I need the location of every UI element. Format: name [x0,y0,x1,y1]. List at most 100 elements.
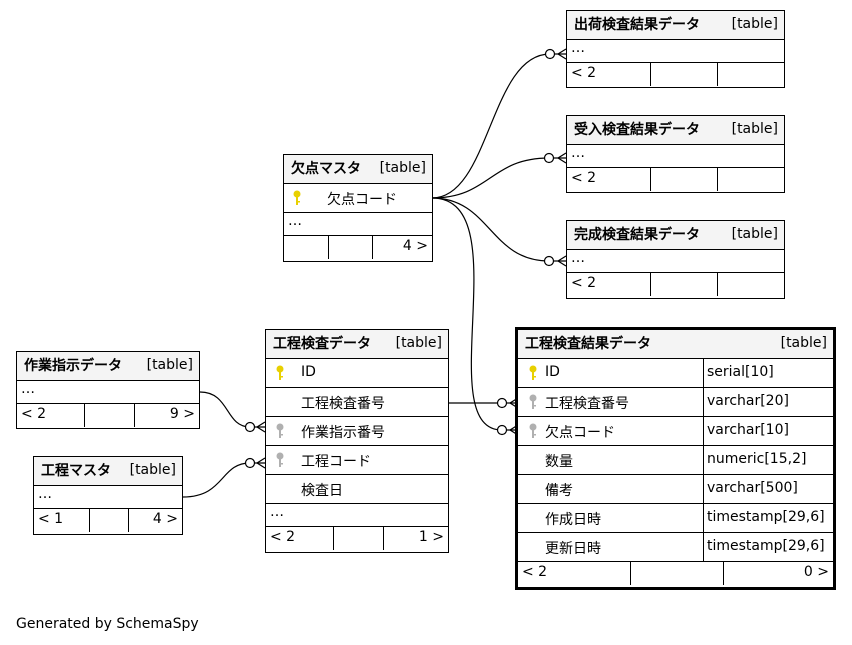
cardinality-marker [496,424,508,436]
column-row: 欠点コード [284,184,432,213]
generator-credit: Generated by SchemaSpy [16,616,199,632]
column-row: 数量 numeric[15,2] [518,446,833,475]
primary-key-icon [293,190,301,205]
cardinality-marker [244,421,256,433]
cardinality-marker [543,255,555,267]
table-name: 工程検査結果データ [525,336,651,352]
parent-count: < 2 [571,275,597,291]
table-header: 受入検査結果データ [table] [567,116,784,145]
child-count: 1 > [418,529,444,545]
column-row: ID [266,359,448,388]
ellipsis-row: … [266,504,448,527]
table-footer: 4 > [284,236,432,259]
primary-key-icon [276,365,284,380]
crowfoot-marker [255,421,266,433]
crowfoot-marker [556,255,567,267]
column-row: 検査日 [266,475,448,504]
parent-count: < 1 [38,511,64,527]
table-ketten-master[interactable]: 欠点マスタ [table] 欠点コード … 4 > [283,154,433,262]
table-header: 工程マスタ [table] [34,457,182,486]
column-name: 作成日時 [545,512,601,528]
primary-key-icon [529,365,537,380]
crowfoot-marker [255,457,266,469]
table-type: [table] [395,335,442,351]
table-name: 受入検査結果データ [574,122,700,138]
column-type: varchar[500] [703,475,833,503]
table-header: 作業指示データ [table] [17,352,199,381]
cardinality-marker [496,397,508,409]
foreign-key-icon [529,394,537,409]
ellipsis-row: … [17,381,199,404]
column-name: 更新日時 [545,541,601,557]
table-kansei-kensa-kekka[interactable]: 完成検査結果データ [table] … < 2 [566,220,785,299]
table-footer: < 1 4 > [34,509,182,532]
parent-count: < 2 [571,170,597,186]
column-name: 検査日 [301,483,343,499]
ellipsis-row: … [567,250,784,273]
column-name: 備考 [545,483,573,499]
column-name: 工程検査番号 [301,396,385,412]
column-type: timestamp[29,6] [703,504,833,532]
table-footer: < 2 [567,273,784,296]
column-row: 作業指示番号 [266,417,448,446]
table-footer: < 2 9 > [17,404,199,427]
parent-count: < 2 [270,529,296,545]
table-ukeire-kensa-kekka[interactable]: 受入検査結果データ [table] … < 2 [566,115,785,193]
table-type: [table] [146,357,193,373]
table-sagyo-shiji[interactable]: 作業指示データ [table] … < 2 9 > [16,351,200,429]
column-name: 工程検査番号 [545,396,629,412]
table-type: [table] [731,16,778,32]
column-type: serial[10] [703,359,833,387]
edge-ketten-shukka [431,53,566,199]
edge-sagyo-kensa [199,391,265,428]
crowfoot-marker [556,48,567,60]
table-footer: < 2 1 > [266,527,448,550]
table-name: 完成検査結果データ [574,227,700,243]
column-name: 欠点コード [545,425,615,441]
column-row: 更新日時 timestamp[29,6] [518,533,833,562]
table-type: [table] [731,121,778,137]
column-row: ID serial[10] [518,359,833,388]
edge-ketten-kansei [431,197,566,262]
table-name: 欠点マスタ [291,161,361,177]
column-name: 数量 [545,454,573,470]
table-footer: < 2 [567,168,784,191]
parent-count: < 2 [522,564,548,580]
parent-count: < 2 [21,406,47,422]
ellipsis-row: … [34,486,182,509]
table-koutei-kensa-kekka[interactable]: 工程検査結果データ [table] ID serial[10] 工程検査番号 v… [515,327,836,590]
column-row: 工程検査番号 varchar[20] [518,388,833,417]
table-shukka-kensa-kekka[interactable]: 出荷検査結果データ [table] … < 2 [566,10,785,88]
column-type: varchar[20] [703,388,833,416]
edge-ketten-kekka [431,197,518,431]
table-header: 工程検査結果データ [table] [518,330,833,359]
column-row: 工程コード [266,446,448,475]
table-koutei-master[interactable]: 工程マスタ [table] … < 1 4 > [33,456,183,535]
column-row: 欠点コード varchar[10] [518,417,833,446]
table-type: [table] [731,226,778,242]
table-header: 完成検査結果データ [table] [567,221,784,250]
table-name: 工程マスタ [41,463,111,479]
ellipsis-row: … [567,145,784,168]
edge-master-kensa [182,462,265,498]
table-type: [table] [780,335,827,351]
table-name: 工程検査データ [273,336,371,352]
column-name: ID [545,364,560,380]
table-type: [table] [129,462,176,478]
ellipsis-row: … [284,213,432,236]
foreign-key-icon [276,452,284,467]
crowfoot-marker [556,152,567,164]
child-count: 0 > [803,564,829,580]
parent-count: < 2 [571,65,597,81]
cardinality-marker [244,457,256,469]
child-count: 4 > [152,511,178,527]
foreign-key-icon [529,423,537,438]
column-type: timestamp[29,6] [703,533,833,561]
column-row: 備考 varchar[500] [518,475,833,504]
column-row: 工程検査番号 [266,388,448,417]
column-name: 工程コード [301,454,371,470]
table-koutei-kensa[interactable]: 工程検査データ [table] ID 工程検査番号 作業指示番号 工程コード 検… [265,329,449,553]
table-type: [table] [379,160,426,176]
table-footer: < 2 [567,63,784,86]
column-type: varchar[10] [703,417,833,445]
